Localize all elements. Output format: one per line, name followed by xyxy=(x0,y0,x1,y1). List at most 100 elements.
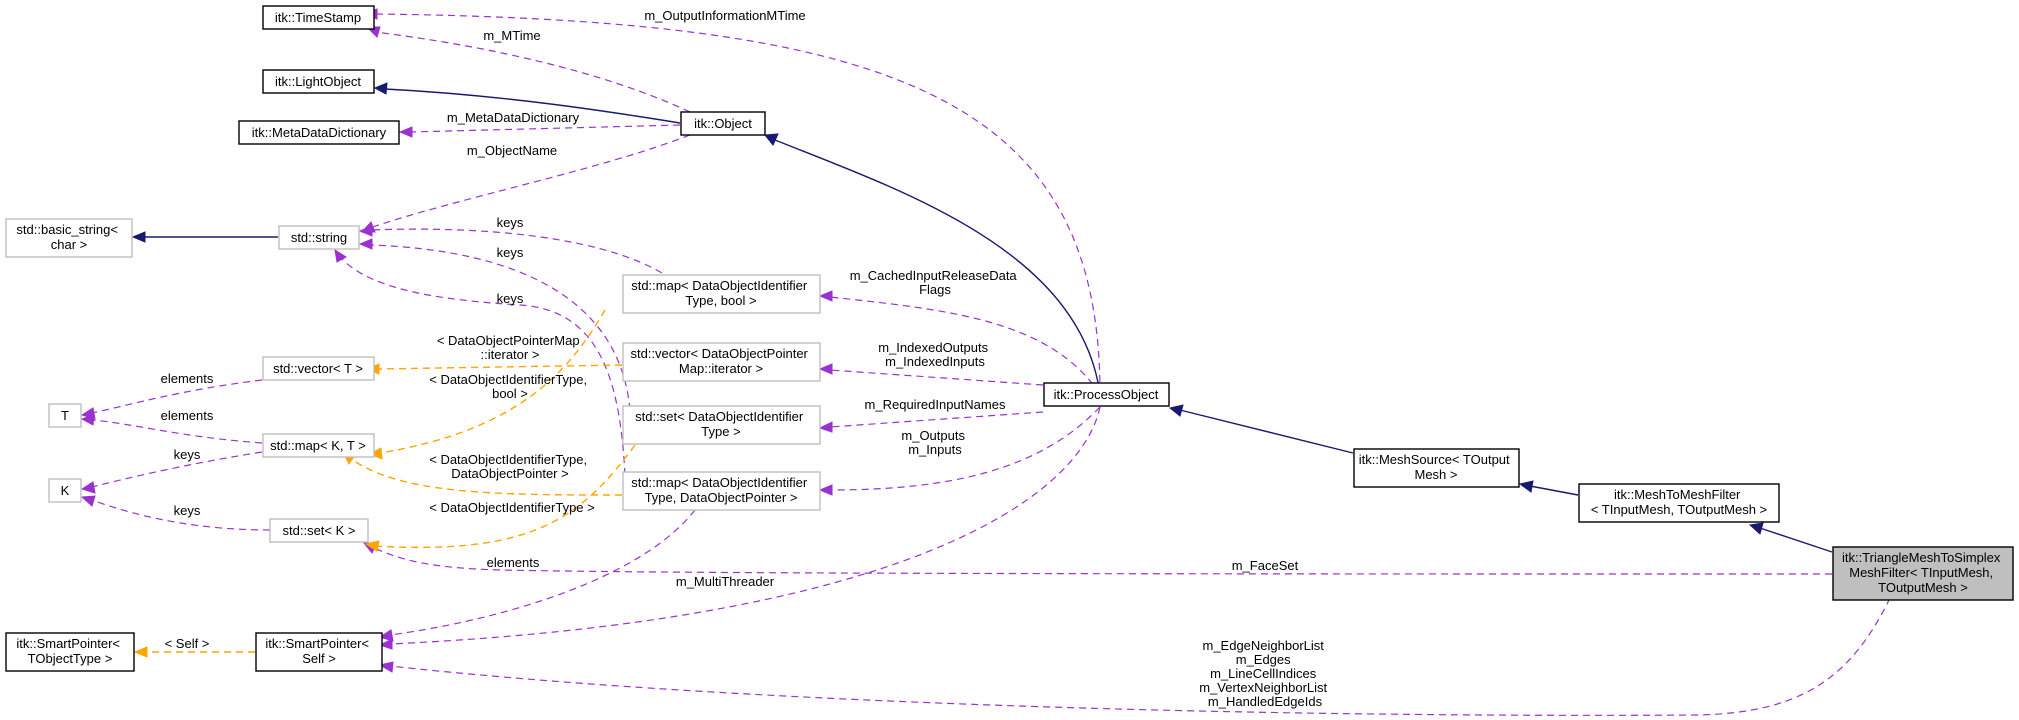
svg-text:itk::MeshSource< TOutput: itk::MeshSource< TOutput Mesh > xyxy=(1359,452,1514,482)
nodes: itk::TimeStamp itk::LightObject itk::Met… xyxy=(5,5,2014,672)
edge-processobject-mapptr xyxy=(829,406,1101,491)
edge-mapkt-k xyxy=(91,451,263,488)
edge-object-string xyxy=(369,134,691,229)
svg-text:std::vector< DataObjectPointer: std::vector< DataObjectPointer Map::iter… xyxy=(630,346,811,376)
arrowhead-smartpointer-b xyxy=(378,638,393,650)
arrowhead-smartpointer-c xyxy=(378,661,394,673)
node-std-vector-t[interactable]: std::vector< T > xyxy=(262,356,375,381)
edge-vectoriter-vectort xyxy=(376,364,623,370)
svg-text:itk::TimeStamp: itk::TimeStamp xyxy=(275,10,361,25)
edge-setid-string xyxy=(369,244,631,411)
arrowhead-processobject xyxy=(1168,404,1184,417)
arrowhead-mapptr xyxy=(818,484,833,496)
edge-setid-setk xyxy=(374,444,636,549)
arrowhead-string-c xyxy=(358,238,373,250)
svg-text:itk::ProcessObject: itk::ProcessObject xyxy=(1054,387,1159,402)
edge-meshtomesh-to-meshsource xyxy=(1529,485,1579,496)
label-elements-vector: elements xyxy=(161,371,214,386)
node-std-string[interactable]: std::string xyxy=(278,225,360,250)
arrowhead-meshsource xyxy=(1518,480,1534,493)
arrowhead-smartpointer-a xyxy=(378,629,394,642)
edge-trianglemesh-setk xyxy=(371,546,1833,575)
arrowhead-basicstring xyxy=(131,231,146,243)
node-itk-meshsource[interactable]: itk::MeshSource< TOutput Mesh > xyxy=(1353,448,1520,488)
label-m-objectname: m_ObjectName xyxy=(467,143,557,158)
arrowhead-metadatadictionary xyxy=(398,126,413,138)
svg-text:itk::Object: itk::Object xyxy=(694,116,752,131)
arrowhead-string-b xyxy=(358,225,373,237)
label-m-cachedinputreleasedataflags: m_CachedInputReleaseData Flags xyxy=(850,268,1021,297)
label-tmpl-vector: < DataObjectPointerMap ::iterator > xyxy=(437,333,583,362)
svg-text:itk::SmartPointer< TOb: itk::SmartPointer< TObjectType > xyxy=(16,636,123,666)
label-keys-mapptr: keys xyxy=(497,291,524,306)
arrowhead-setid xyxy=(818,421,833,433)
node-std-map-kt[interactable]: std::map< K, T > xyxy=(262,433,375,458)
arrowhead-t-b xyxy=(80,414,95,426)
label-tmpl-mapptr: < DataObjectIdentifierType, DataObjectPo… xyxy=(429,452,591,481)
svg-text:std::set< DataObjectIdentifier: std::set< DataObjectIdentifier Type > xyxy=(635,409,807,439)
node-itk-trianglemeshtosimplexmeshfilter[interactable]: itk::TriangleMeshToSimplex MeshFilter< T… xyxy=(1832,546,2014,601)
node-itk-smartpointer-tobjecttype[interactable]: itk::SmartPointer< TObjectType > xyxy=(5,632,135,672)
node-t[interactable]: T xyxy=(48,403,82,428)
svg-text:std::map< DataObjectIdentifier: std::map< DataObjectIdentifier Type, Dat… xyxy=(631,475,811,505)
node-itk-meshtomeshfilter[interactable]: itk::MeshToMeshFilter < TInputMesh, TOut… xyxy=(1578,483,1780,523)
edge-mapbool-mapkt xyxy=(379,309,606,454)
arrowhead-smartpointer-tobj xyxy=(133,646,148,658)
node-itk-smartpointer-self[interactable]: itk::SmartPointer< Self > xyxy=(255,632,383,672)
label-m-edgeneighborlist: m_EdgeNeighborList m_Edges m_LineCellInd… xyxy=(1199,638,1331,709)
node-std-set-identifier[interactable]: std::set< DataObjectIdentifier Type > xyxy=(622,405,821,445)
edge-processobject-mapbool xyxy=(829,296,1101,395)
edge-mapptr-string xyxy=(339,256,626,476)
label-keys-mapkt: keys xyxy=(174,447,201,462)
edge-processobject-smartpointer xyxy=(389,406,1101,645)
node-itk-object[interactable]: itk::Object xyxy=(680,111,766,136)
edge-mapptr-mapkt xyxy=(349,457,623,496)
label-elements-set: elements xyxy=(487,555,540,570)
label-keys-setk: keys xyxy=(174,503,201,518)
svg-text:itk::MetaDataDictionary: itk::MetaDataDictionary xyxy=(252,125,387,140)
label-m-outputinformationmtime: m_OutputInformationMTime xyxy=(644,8,805,23)
node-std-set-k[interactable]: std::set< K > xyxy=(269,518,369,543)
node-itk-metadatadictionary[interactable]: itk::MetaDataDictionary xyxy=(238,120,400,145)
arrowhead-meshtomesh xyxy=(1748,522,1764,535)
edge-object-to-lightobject xyxy=(384,88,681,124)
node-itk-lightobject[interactable]: itk::LightObject xyxy=(262,69,375,94)
node-k[interactable]: K xyxy=(48,478,82,503)
label-m-indexedoutputs: m_IndexedOutputs m_IndexedInputs xyxy=(878,340,991,369)
node-std-map-bool[interactable]: std::map< DataObjectIdentifier Type, boo… xyxy=(622,274,821,314)
node-std-basic-string[interactable]: std::basic_string< char > xyxy=(5,218,133,258)
edge-processobject-setid xyxy=(829,411,1044,428)
arrowhead-k-b xyxy=(80,495,96,507)
svg-text:itk::TriangleMeshToSimplex: itk::TriangleMeshToSimplex MeshFilter< T… xyxy=(1842,550,2004,595)
node-std-map-pointer[interactable]: std::map< DataObjectIdentifier Type, Dat… xyxy=(622,471,821,511)
svg-text:std::string: std::string xyxy=(291,230,347,245)
svg-text:std::map< DataObjectIdentifier: std::map< DataObjectIdentifier Type, boo… xyxy=(631,278,811,308)
svg-text:itk::LightObject: itk::LightObject xyxy=(275,74,361,89)
node-itk-timestamp[interactable]: itk::TimeStamp xyxy=(262,5,375,30)
label-m-requiredinputnames: m_RequiredInputNames xyxy=(865,397,1006,412)
arrowhead-string-d xyxy=(334,248,347,263)
arrowhead-k-a xyxy=(80,481,96,494)
arrowhead-mapbool xyxy=(818,290,833,302)
svg-text:itk::SmartPointer< Sel: itk::SmartPointer< Self > xyxy=(265,636,372,666)
arrowhead-setk-b xyxy=(364,540,380,552)
svg-text:std::map< K, T >: std::map< K, T > xyxy=(270,438,366,453)
edge-setk-k xyxy=(91,499,271,531)
label-keys-mapbool: keys xyxy=(497,215,524,230)
label-elements-map: elements xyxy=(161,408,214,423)
svg-text:std::set< K >: std::set< K > xyxy=(283,523,356,538)
node-itk-processobject[interactable]: itk::ProcessObject xyxy=(1043,382,1170,407)
label-m-metadatadictionary: m_MetaDataDictionary xyxy=(447,110,580,125)
label-self-tmpl: < Self > xyxy=(165,636,210,651)
arrowhead-vectoriter xyxy=(818,363,833,375)
node-std-vector-iterator[interactable]: std::vector< DataObjectPointer Map::iter… xyxy=(622,342,821,382)
edge-vectort-t xyxy=(91,379,263,414)
edge-labels: m_OutputInformationMTime m_MTime m_MetaD… xyxy=(161,8,1331,709)
arrowhead-object xyxy=(764,133,779,146)
svg-text:itk::MeshToMeshFilter: itk::MeshToMeshFilter < TInputMesh, TOut… xyxy=(1591,487,1767,517)
edge-processobject-timestamp xyxy=(374,13,1101,395)
label-tmpl-mapbool: < DataObjectIdentifierType, bool > xyxy=(429,372,591,401)
svg-text:K: K xyxy=(61,483,70,498)
edge-processobject-vectoriter xyxy=(829,369,1044,386)
